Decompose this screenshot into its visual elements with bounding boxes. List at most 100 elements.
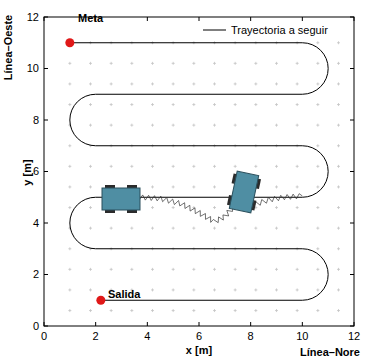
grid-marker [192,165,195,168]
tick-label: 12 [27,12,39,23]
grid-marker [68,206,71,209]
grid-marker [172,103,175,106]
x-tick [199,17,200,326]
tick-label: 2 [33,269,39,280]
grid-marker [172,62,175,65]
grid-marker [337,268,340,271]
grid-marker [296,268,299,271]
grid-marker [275,227,278,230]
grid-marker [296,124,299,127]
grid-marker [213,103,216,106]
grid-marker [192,309,195,312]
grid-marker [110,309,113,312]
grid-marker [213,82,216,85]
grid-marker [68,165,71,168]
grid-marker [254,124,257,127]
tick-label: 4 [144,331,150,342]
grid-marker [316,288,319,291]
grid-marker [172,82,175,85]
grid-marker [151,185,154,188]
grid-marker [296,185,299,188]
tick-label: 2 [93,331,99,342]
grid-marker [68,62,71,65]
grid-marker [110,268,113,271]
grid-marker [337,103,340,106]
tick-label: 12 [348,331,360,342]
grid-marker [296,206,299,209]
grid-marker [275,62,278,65]
grid-marker [316,41,319,44]
grid-marker [254,268,257,271]
grid-marker [254,309,257,312]
robot-body [229,171,258,213]
grid-marker [234,62,237,65]
grid-marker [234,82,237,85]
reference-trajectory [70,43,328,301]
y-tick [44,68,354,69]
grid-marker [151,62,154,65]
y-tick [44,274,354,275]
grid-marker [234,227,237,230]
grid-marker [234,309,237,312]
grid-marker [337,309,340,312]
grid-marker [337,247,340,250]
grid-marker [234,103,237,106]
legend-text: Trayectoria a seguir [231,25,328,36]
grid-marker [192,124,195,127]
grid-marker [213,227,216,230]
grid-marker [316,309,319,312]
grid-marker [316,165,319,168]
grid-marker [172,124,175,127]
grid-marker [89,185,92,188]
grid-marker [337,288,340,291]
grid-marker [275,206,278,209]
grid-marker [337,82,340,85]
grid-marker [192,62,195,65]
grid-marker [296,227,299,230]
plot-frame [44,17,354,326]
x-tick [95,17,96,326]
grid-marker [296,165,299,168]
legend-sample [203,30,226,31]
grid-marker [110,124,113,127]
y-tick [44,223,354,224]
tick-label: 8 [33,115,39,126]
grid-marker [130,62,133,65]
grid-marker [130,124,133,127]
grid-marker [110,82,113,85]
grid-marker [337,206,340,209]
grid-marker [89,124,92,127]
tick-label: 8 [248,331,254,342]
grid-marker [172,309,175,312]
point-label: Meta [78,13,103,24]
grid-marker [172,185,175,188]
robot-vehicle [226,171,261,214]
grid-marker [110,103,113,106]
grid-marker [316,247,319,250]
grid-marker [316,124,319,127]
grid-marker [254,103,257,106]
grid-marker [151,288,154,291]
grid-marker [68,309,71,312]
grid-marker [316,103,319,106]
grid-marker [130,82,133,85]
grid-marker [89,206,92,209]
x-tick [354,17,355,326]
grid-marker [172,227,175,230]
grid-marker [89,227,92,230]
grid-marker [89,165,92,168]
grid-marker [316,227,319,230]
grid-marker [213,62,216,65]
tick-label: 0 [41,331,47,342]
grid-marker [213,185,216,188]
x-tick [302,17,303,326]
grid-marker [151,206,154,209]
grid-marker [316,206,319,209]
grid-marker [68,268,71,271]
grid-marker [130,309,133,312]
grid-marker [337,227,340,230]
tick-label: 4 [33,218,39,229]
grid-marker [89,268,92,271]
grid-marker [130,227,133,230]
